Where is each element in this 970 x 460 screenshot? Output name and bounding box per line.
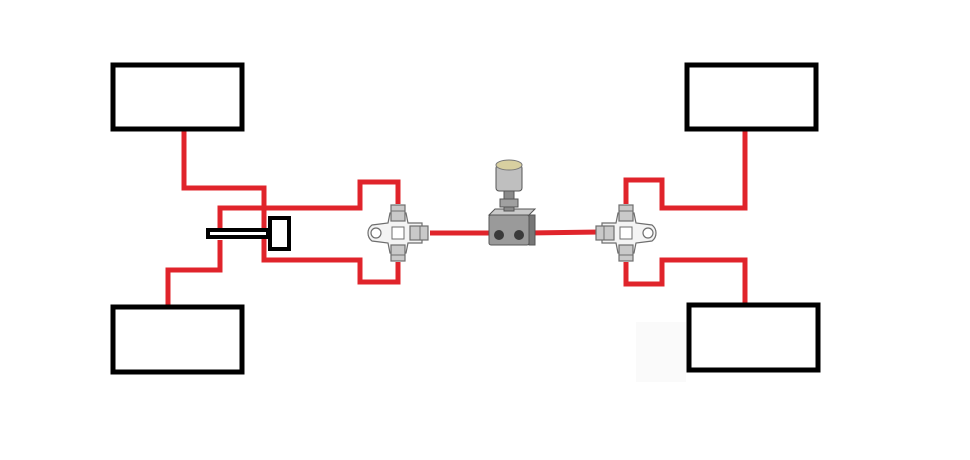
brake-line-front-left <box>181 130 401 285</box>
proportioning-valve-icon <box>487 159 537 246</box>
master-cylinder-icon <box>206 216 291 251</box>
tee-fitting-icon <box>367 204 429 262</box>
wheel-box-front-left <box>110 62 245 132</box>
brake-line-left-upper <box>217 179 401 234</box>
brake-line-rear-left <box>165 240 223 306</box>
brake-line-from-valve-right <box>527 229 601 236</box>
brake-line-front-right <box>623 130 748 211</box>
wheel-box-rear-left <box>110 304 245 375</box>
brake-line-rear-right <box>623 257 748 304</box>
tee-fitting-icon <box>595 204 657 262</box>
wheel-box-front-right <box>684 62 819 132</box>
background-artifact <box>636 322 686 382</box>
wheel-box-rear-right <box>686 302 821 373</box>
